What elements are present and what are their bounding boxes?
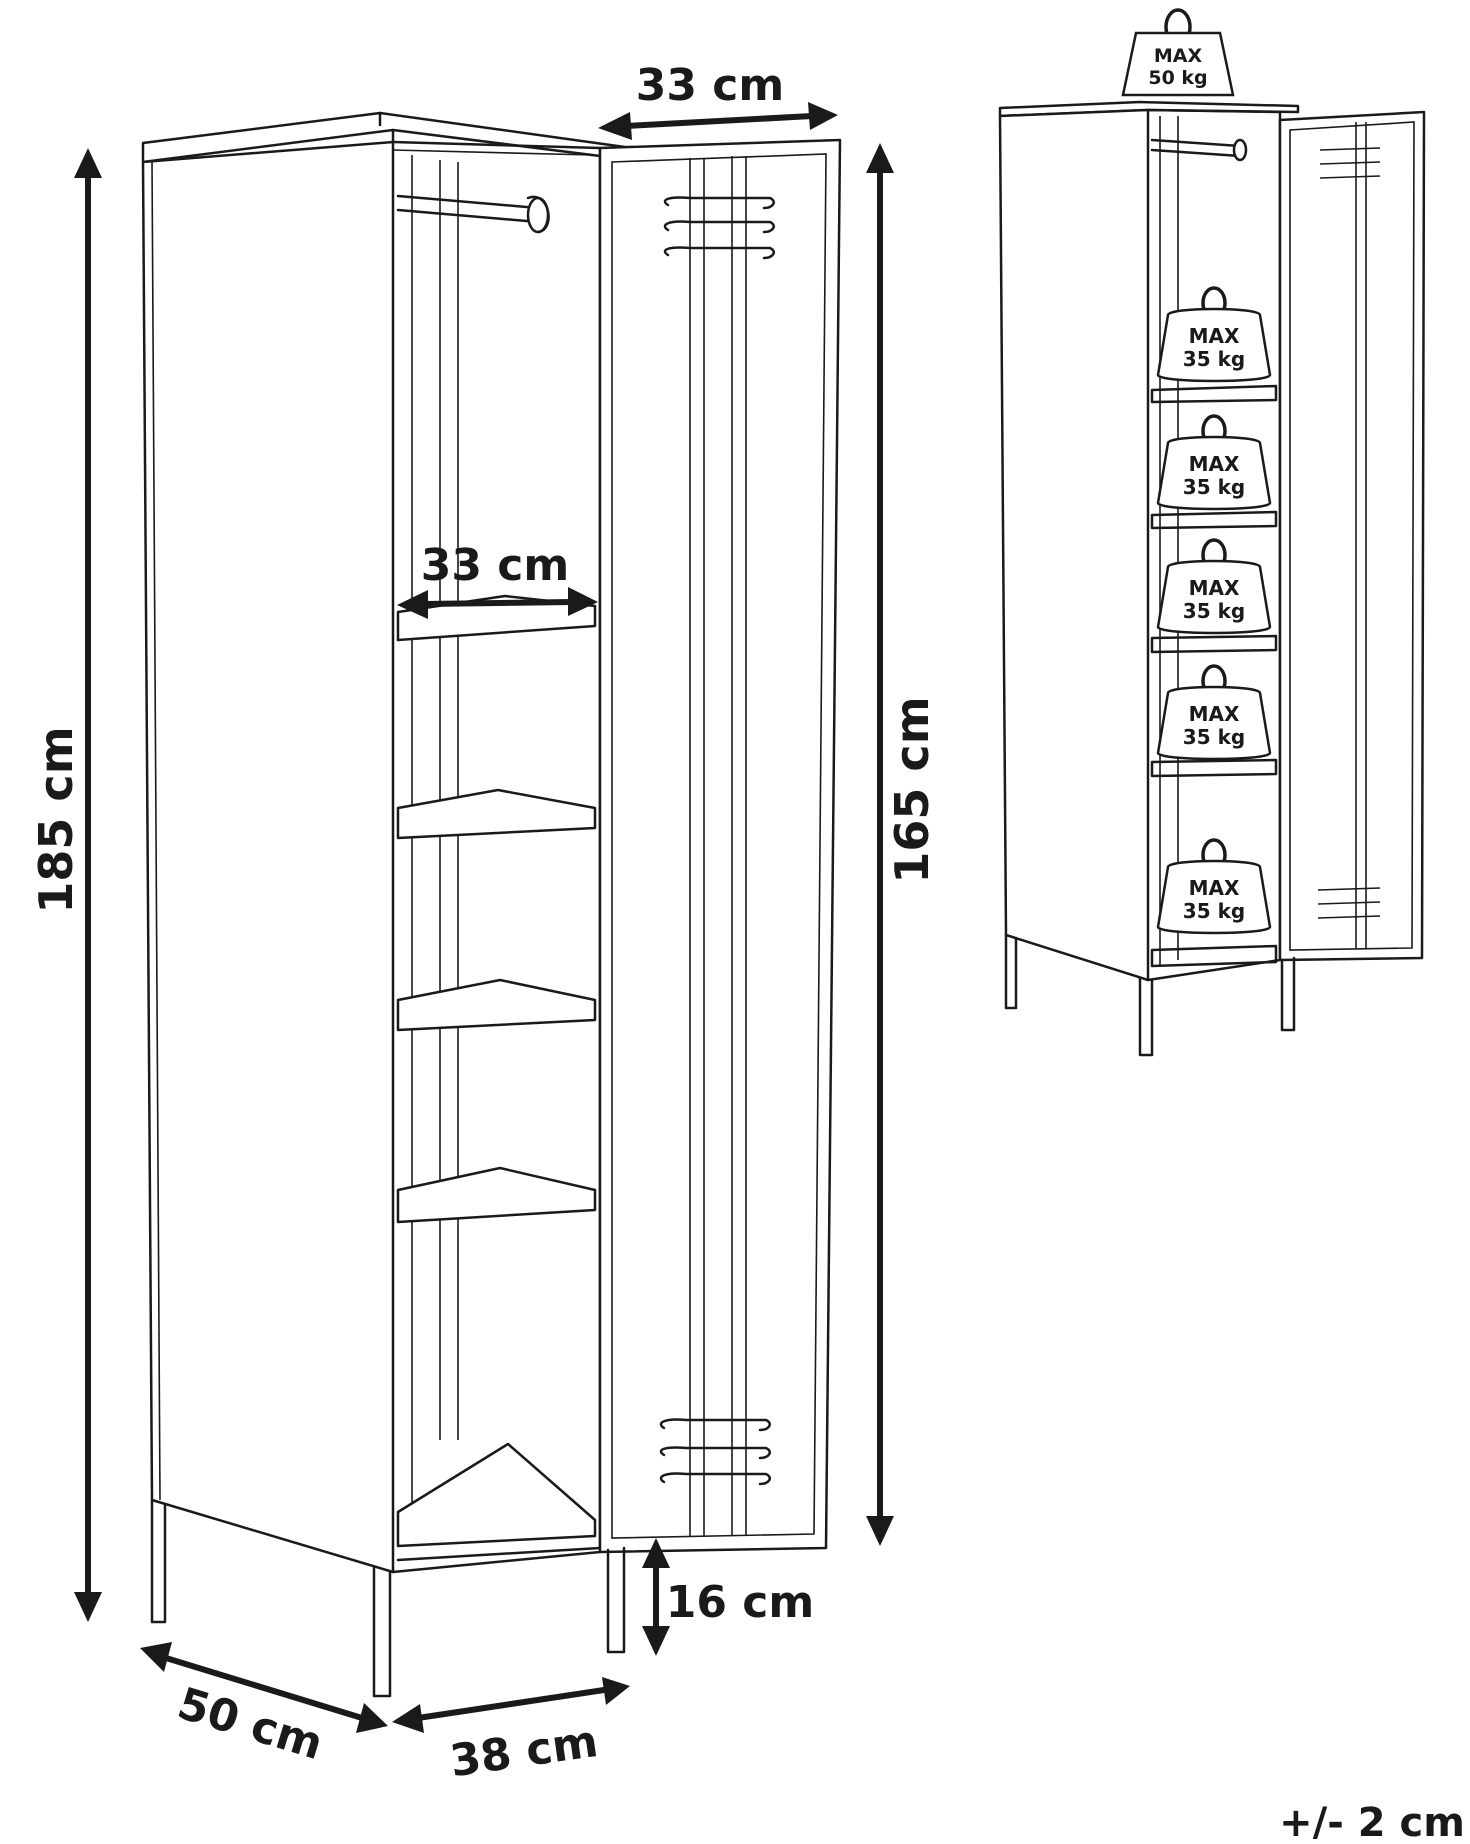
weight-body <box>1156 559 1272 635</box>
cabinet-side-panel <box>141 140 395 1574</box>
leg-height-arrow <box>642 1538 670 1656</box>
shelf-weight-value: 35 kg <box>1183 347 1245 371</box>
shelf-weight-value: 35 kg <box>1183 899 1245 923</box>
shelf-weight-value: 35 kg <box>1183 599 1245 623</box>
main-cabinet-drawing <box>141 111 842 1698</box>
shelf-weight-max-label: MAX <box>1189 702 1240 726</box>
shelf-weight-max-label: MAX <box>1189 876 1240 900</box>
shelves <box>396 594 602 1562</box>
door-height-arrow <box>866 143 894 1546</box>
top-weight: MAX 50 kg <box>1121 8 1235 97</box>
front-width-arrow <box>392 1677 630 1733</box>
weight-body <box>1156 435 1272 511</box>
interior-width-arrow <box>397 587 598 619</box>
side-depth-arrow <box>140 1642 388 1733</box>
dimension-arrows <box>74 102 894 1733</box>
door-height-label: 165 cm <box>885 696 939 883</box>
weight-body <box>1156 859 1272 935</box>
total-height-arrow <box>74 148 102 1622</box>
cabinet-door <box>598 138 842 1554</box>
door-width-label: 33 cm <box>636 60 784 111</box>
load-cabinet-side <box>998 108 1150 982</box>
cabinet-legs <box>150 1498 626 1698</box>
load-diagram-cabinet <box>998 100 1426 1057</box>
shelf-weight-value: 35 kg <box>1183 725 1245 749</box>
weight-body <box>1156 685 1272 761</box>
shelf-weight-max-label: MAX <box>1189 576 1240 600</box>
hanging-rail <box>396 194 550 234</box>
interior-width-label: 33 cm <box>421 540 569 591</box>
cabinet-front-frame <box>391 140 602 1574</box>
shelf-weight-max-label: MAX <box>1189 324 1240 348</box>
front-width-label: 38 cm <box>447 1716 601 1787</box>
shelf-weight-value: 35 kg <box>1183 475 1245 499</box>
leg-height-label: 16 cm <box>666 1577 814 1628</box>
top-weight-value: 50 kg <box>1148 67 1207 89</box>
total-height-label: 185 cm <box>29 726 83 913</box>
shelf-weight-max-label: MAX <box>1189 452 1240 476</box>
tolerance-note: +/- 2 cm <box>1279 1800 1465 1839</box>
weight-body <box>1156 307 1272 383</box>
top-weight-max-label: MAX <box>1154 45 1203 67</box>
door-width-arrow <box>598 102 838 140</box>
side-depth-label: 50 cm <box>172 1678 329 1770</box>
